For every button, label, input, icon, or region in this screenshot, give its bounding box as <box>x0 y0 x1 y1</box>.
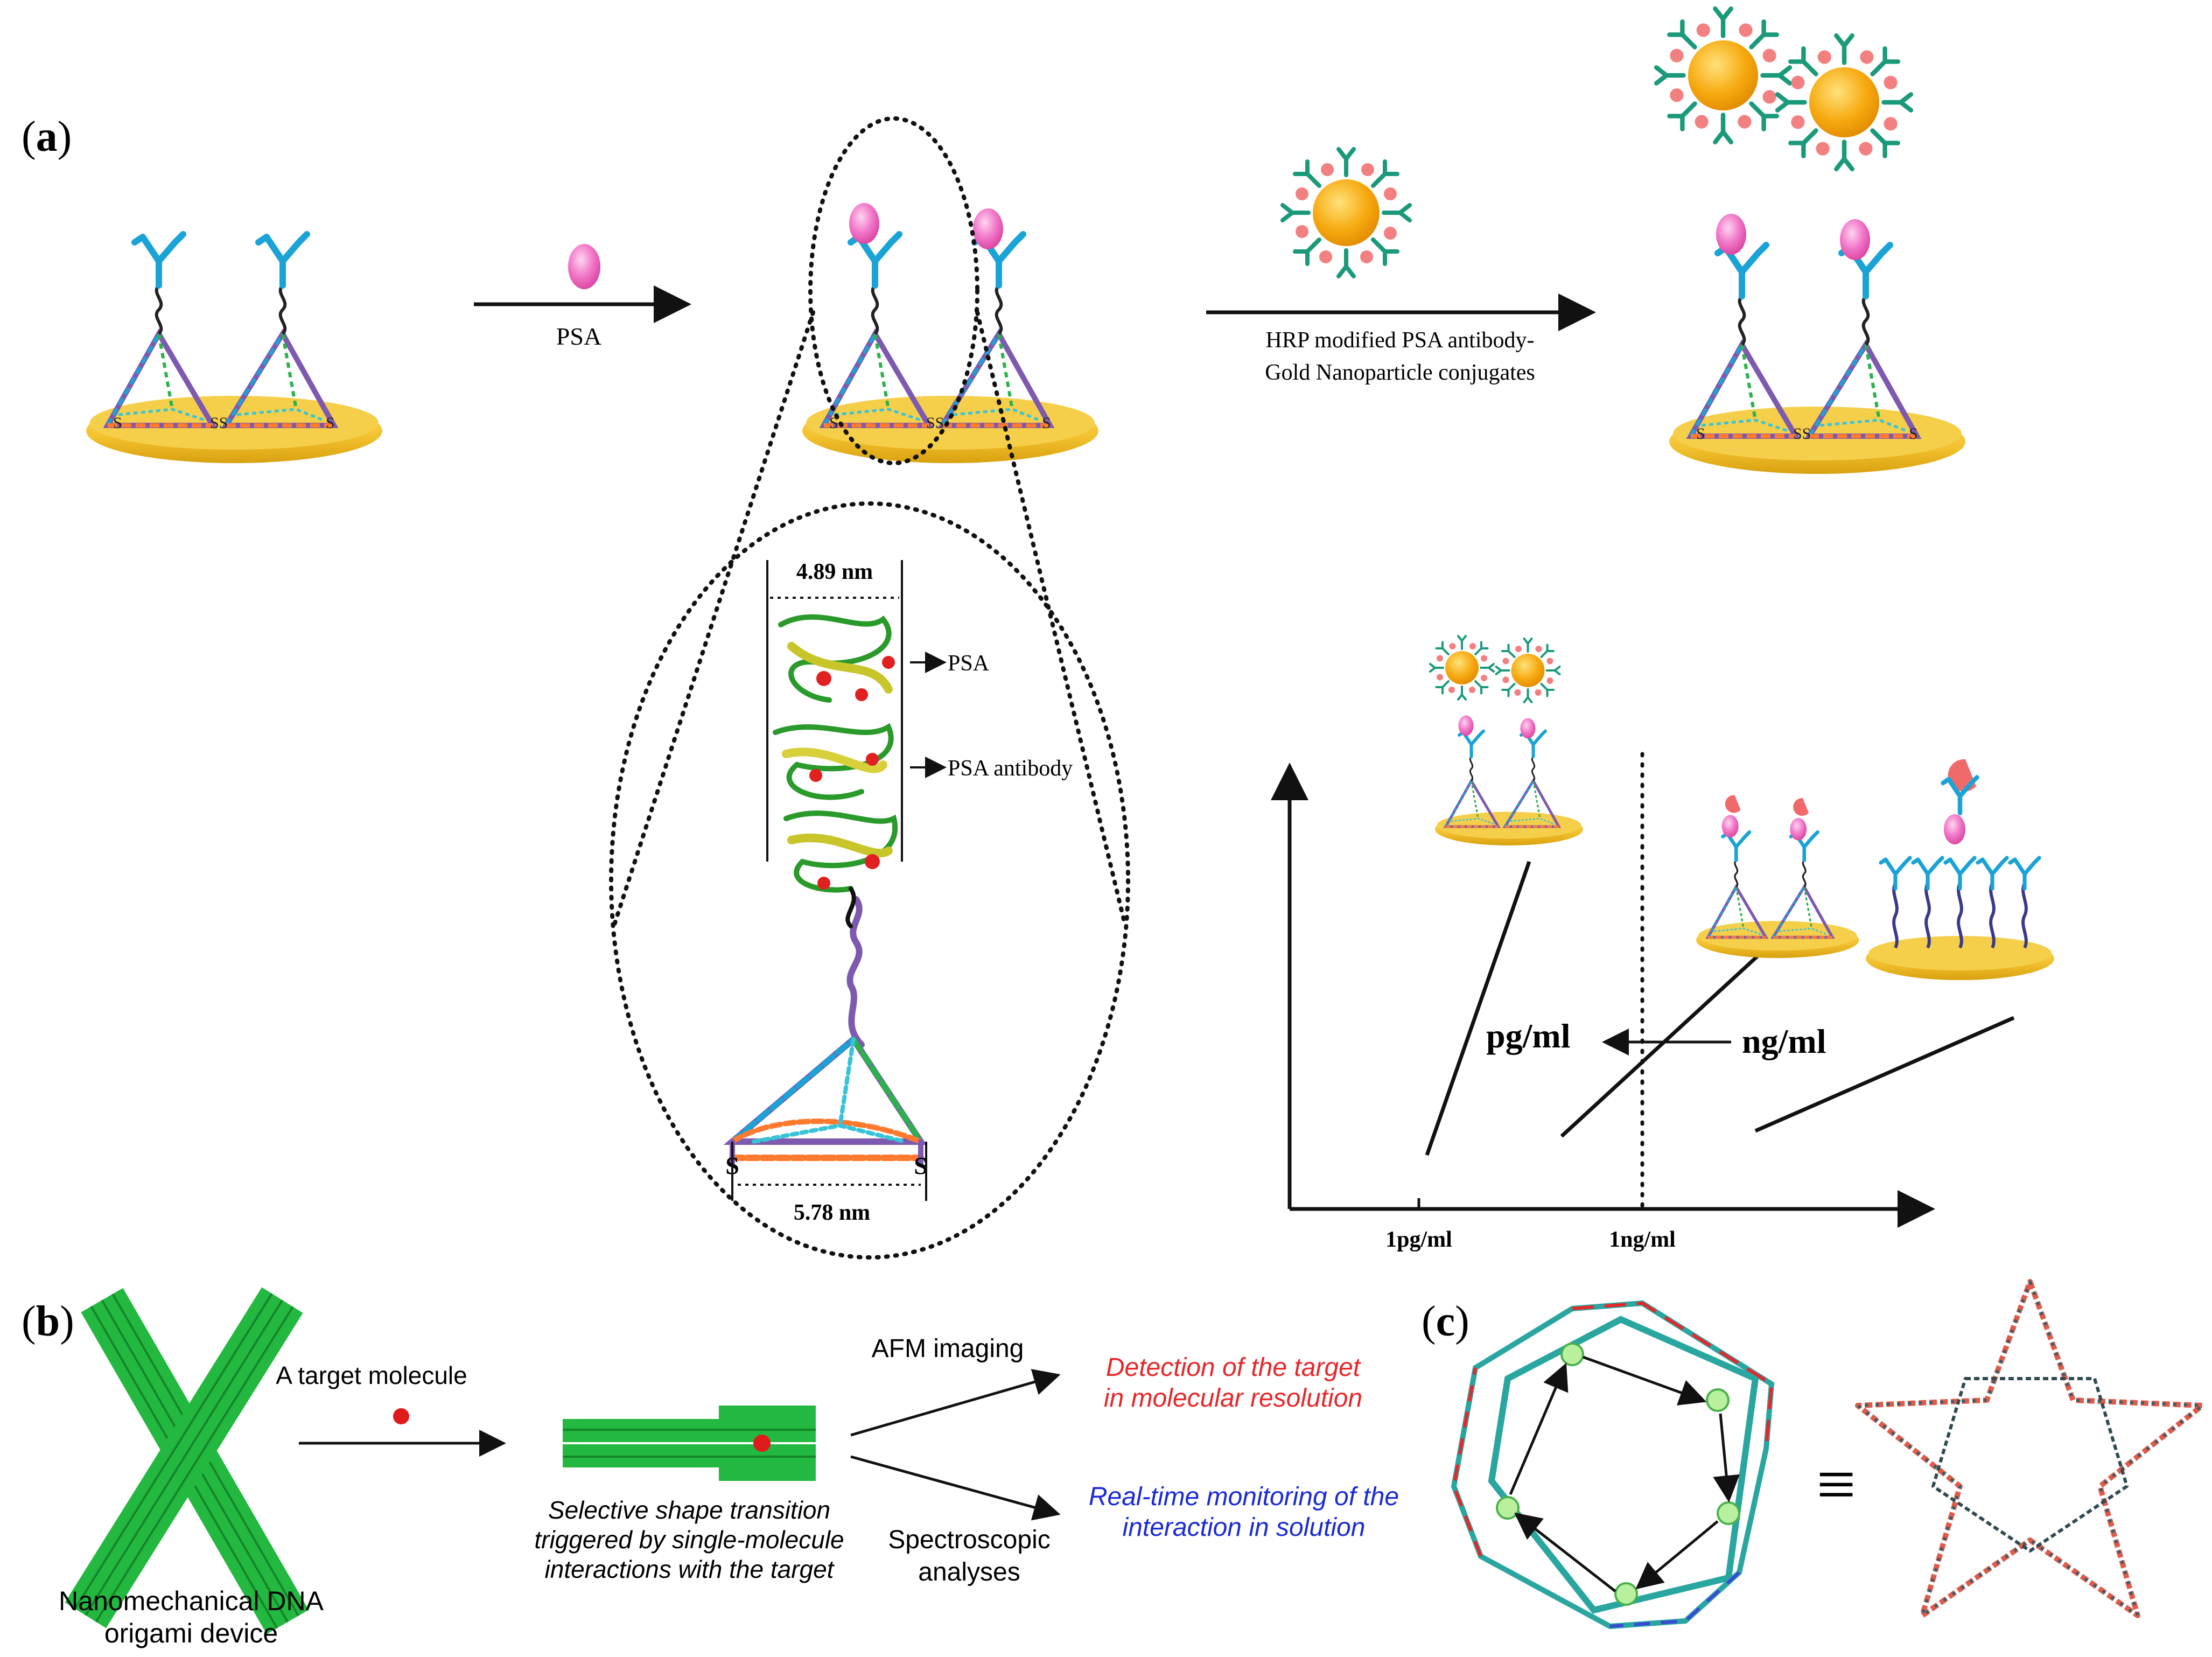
equivalence-symbol: ≡ <box>1816 1446 1856 1523</box>
thiol-label: S <box>1909 425 1918 443</box>
psa-molecule-icon <box>568 244 600 289</box>
panel-c: (c) ≡ <box>1422 1279 2205 1630</box>
transition-caption: Selective shape transition <box>548 1496 830 1524</box>
thiol-label: S <box>1696 425 1705 443</box>
tetrahedron-probe-initial: S SS S <box>86 234 382 463</box>
psa-pointer-label: PSA <box>948 651 990 676</box>
tetrahedron-psa-bound: S SS S <box>802 203 1098 463</box>
dimension-label-top: 4.89 nm <box>796 560 873 584</box>
antibody-pointer-label: PSA antibody <box>948 756 1073 781</box>
pentagon-strand-diagram <box>1451 1300 1775 1630</box>
tetrahedron-detail <box>723 1034 927 1166</box>
thiol-label: SS <box>210 414 228 432</box>
panel-a-label: (a) <box>22 113 72 160</box>
closed-origami-device-icon <box>563 1406 816 1481</box>
panel-b: (b) Nanomechanical DNA origami device A … <box>22 1287 1399 1648</box>
psa-bound-mini-icon <box>1696 795 1859 958</box>
molecular-structure-detail: 4.89 nm <box>723 560 1073 1225</box>
afm-label: AFM imaging <box>872 1334 1024 1363</box>
panel-c-label: (c) <box>1422 1298 1469 1345</box>
unit-label-pg: pg/ml <box>1486 1017 1570 1055</box>
zoom-source-outline <box>808 116 979 465</box>
unit-label-ng: ng/ml <box>1742 1022 1826 1060</box>
arrow-afm <box>850 1369 1061 1437</box>
response-line-ng <box>1560 952 1762 1138</box>
spectroscopy-label: analyses <box>918 1558 1020 1586</box>
x-tick-label: 1ng/ml <box>1609 1227 1676 1252</box>
zoom-line <box>612 310 815 928</box>
conjugate-label: Gold Nanoparticle conjugates <box>1265 360 1535 385</box>
psa-reagent-label: PSA <box>556 323 601 350</box>
response-line-pg <box>1425 861 1531 1156</box>
arrow-spectroscopy <box>850 1455 1061 1521</box>
tetrahedron-sandwich-complex: S SS S <box>1656 9 1965 474</box>
detection-outcome: in molecular resolution <box>1104 1384 1362 1413</box>
target-molecule-icon <box>393 1408 409 1424</box>
conjugate-label: HRP modified PSA antibody- <box>1266 328 1535 353</box>
monitoring-outcome: interaction in solution <box>1123 1513 1366 1542</box>
psa-antibody-complex-structure <box>773 614 898 1048</box>
target-molecule-label: A target molecule <box>276 1361 467 1389</box>
conventional-surface-mini-icon <box>1866 759 2054 980</box>
zoom-detail-outline <box>609 501 1130 1260</box>
device-caption: Nanomechanical DNA <box>59 1586 324 1616</box>
transition-caption: interactions with the target <box>545 1555 835 1583</box>
x-tick-label: 1pg/ml <box>1385 1227 1452 1252</box>
thiol-label: S <box>1042 414 1051 432</box>
gold-nanoparticle-conjugate-icon <box>1283 149 1410 276</box>
panel-b-label: (b) <box>22 1298 74 1345</box>
thiol-label: SS <box>926 414 944 432</box>
thiol-label: SS <box>1793 425 1811 443</box>
sandwich-mini-icon <box>1429 635 1583 845</box>
star-helix-structure <box>1855 1279 2205 1618</box>
detection-outcome: Detection of the target <box>1106 1353 1361 1382</box>
panel-a: (a) S SS S PSA S <box>22 9 2054 1260</box>
transition-caption: triggered by single-molecule <box>534 1526 844 1554</box>
sensitivity-schematic: 1pg/ml 1ng/ml pg/ml ng/ml <box>1271 635 2054 1252</box>
response-line-conventional <box>1754 1016 2015 1133</box>
monitoring-outcome: Real-time monitoring of the <box>1089 1483 1399 1511</box>
thiol-label: S <box>113 414 122 432</box>
dna-origami-device-icon <box>65 1287 309 1634</box>
device-caption: origami device <box>104 1618 278 1648</box>
thiol-label: S <box>326 414 335 432</box>
dimension-label-bottom: 5.78 nm <box>794 1200 870 1225</box>
spectroscopy-label: Spectroscopic <box>888 1526 1050 1554</box>
